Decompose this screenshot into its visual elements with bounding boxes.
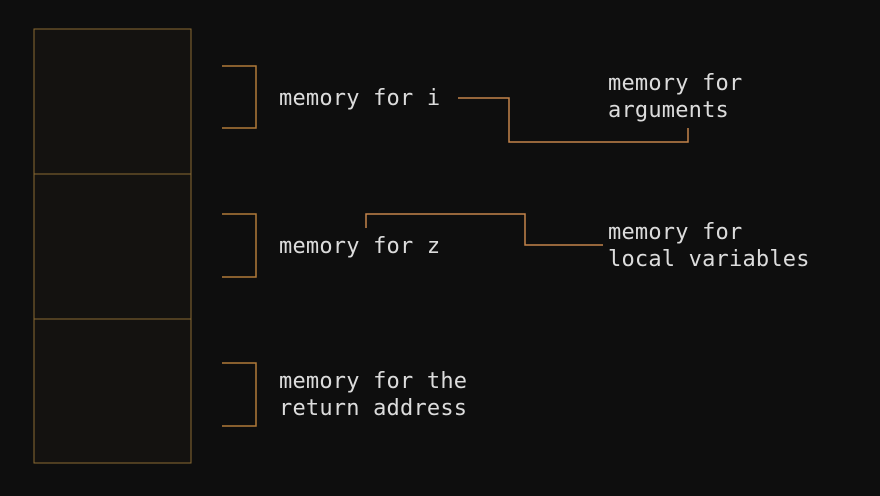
label-memory-for-i: memory for i bbox=[279, 86, 441, 111]
stack-cell-return-address bbox=[33, 318, 192, 464]
connector-z-to-locals bbox=[365, 213, 603, 246]
label-memory-for-z: memory for z bbox=[279, 234, 441, 259]
annotation-memory-for-local-variables: memory for local variables bbox=[608, 220, 810, 272]
bracket-return-address bbox=[222, 362, 257, 427]
annotation-memory-for-arguments: memory for arguments bbox=[608, 71, 743, 123]
bracket-z bbox=[222, 213, 257, 278]
stack-cell-i bbox=[33, 28, 192, 175]
stack-cell-z bbox=[33, 173, 192, 320]
bracket-i bbox=[222, 65, 257, 129]
label-memory-for-return-address: memory for the return address bbox=[279, 369, 468, 421]
connector-i-to-arguments bbox=[458, 97, 689, 143]
